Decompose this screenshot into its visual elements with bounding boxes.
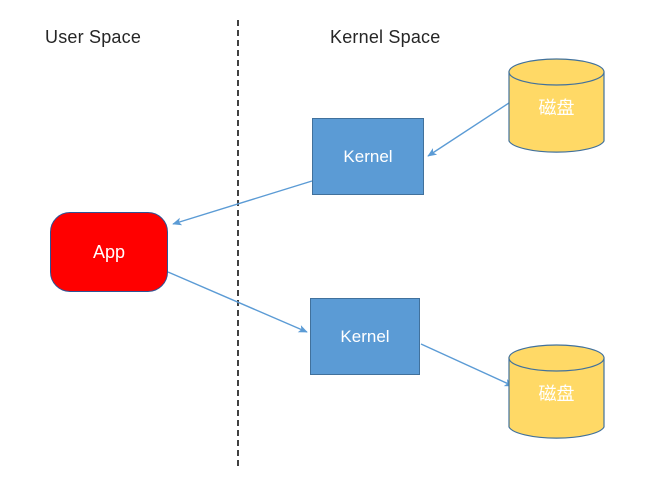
node-kernel-bottom[interactable]: Kernel xyxy=(310,298,420,375)
cylinder-icon xyxy=(508,344,605,439)
user-space-label: User Space xyxy=(45,27,142,47)
node-disk-top[interactable]: 磁盘 xyxy=(508,58,605,155)
node-kernel-bottom-label: Kernel xyxy=(340,326,390,346)
arrow-kernel-top-to-app xyxy=(172,180,313,226)
node-kernel-top[interactable]: Kernel xyxy=(312,118,424,195)
node-disk-bottom[interactable]: 磁盘 xyxy=(508,344,605,441)
kernel-space-label: Kernel Space xyxy=(330,27,441,47)
node-kernel-top-label: Kernel xyxy=(343,146,393,166)
arrow-kernel-bottom-to-disk-bottom xyxy=(420,343,514,387)
node-app-label: App xyxy=(92,241,126,262)
cylinder-icon xyxy=(508,58,605,153)
user-kernel-divider-line xyxy=(237,20,239,466)
node-app[interactable]: App xyxy=(50,212,168,292)
arrow-disk-top-to-kernel-top xyxy=(427,100,513,157)
